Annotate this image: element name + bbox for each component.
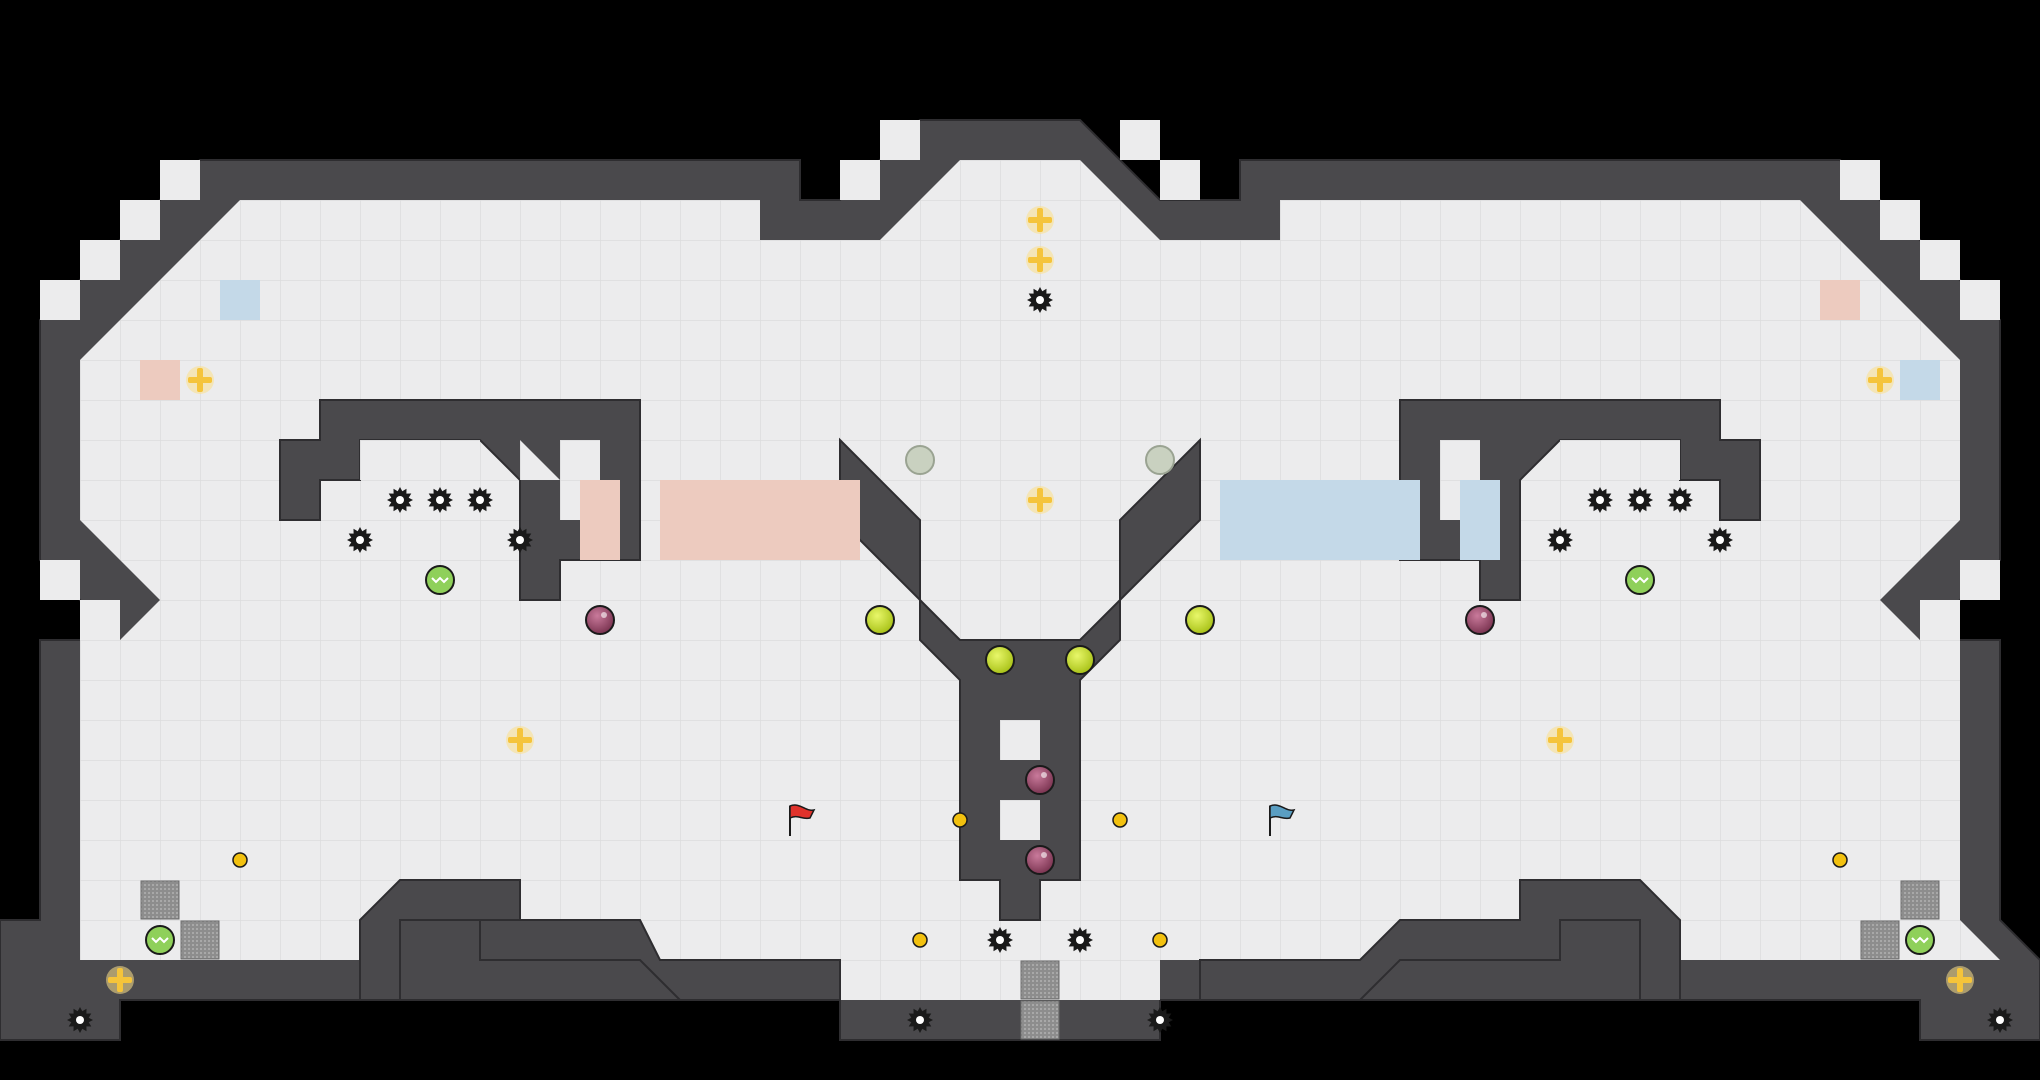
powerup-icon — [1185, 605, 1215, 635]
speed-pad-icon — [145, 925, 175, 955]
blue-team-tile — [1380, 520, 1420, 560]
red-team-tile — [140, 360, 180, 400]
boost-icon — [1026, 206, 1054, 234]
spike-icon — [67, 1007, 93, 1033]
gate-tile — [1020, 1000, 1060, 1040]
blue-team-tile — [1260, 480, 1300, 520]
boost-icon — [1866, 366, 1894, 394]
floor — [80, 160, 2000, 1000]
red-team-tile — [740, 480, 780, 520]
spike-icon — [347, 527, 373, 553]
neutral-circle-icon — [905, 445, 935, 475]
red-team-tile — [820, 520, 860, 560]
gate-tile — [1860, 920, 1900, 960]
spike-icon — [1707, 527, 1733, 553]
blue-team-tile — [1460, 520, 1500, 560]
blue-team-tile — [1220, 480, 1260, 520]
neutral-circle-icon — [1145, 445, 1175, 475]
boost-icon — [186, 366, 214, 394]
blue-team-tile — [1260, 520, 1300, 560]
blue-team-tile — [1340, 520, 1380, 560]
red-team-tile — [580, 480, 620, 520]
spike-icon — [467, 487, 493, 513]
spike-icon — [1027, 287, 1053, 313]
spike-icon — [1987, 1007, 2013, 1033]
bomb-icon — [1025, 765, 1055, 795]
team-tiles — [140, 280, 1940, 560]
red-team-tile — [700, 480, 740, 520]
boost-icon — [1546, 726, 1574, 754]
spike-icon — [907, 1007, 933, 1033]
small-boost-icon — [912, 932, 928, 948]
blue-team-tile — [1300, 480, 1340, 520]
entities — [67, 206, 2013, 1033]
spike-icon — [507, 527, 533, 553]
blue-team-tile — [1300, 520, 1340, 560]
gates — [140, 880, 1940, 1040]
gate-tile — [1020, 960, 1060, 1000]
red-flag-icon — [789, 804, 816, 836]
spike-icon — [1547, 527, 1573, 553]
boost-icon — [506, 726, 534, 754]
red-team-tile — [580, 520, 620, 560]
blue-team-tile — [1460, 480, 1500, 520]
boost-icon — [1946, 966, 1974, 994]
red-team-tile — [780, 480, 820, 520]
spike-icon — [427, 487, 453, 513]
spike-icon — [1587, 487, 1613, 513]
gate-tile — [180, 920, 220, 960]
blue-team-tile — [1380, 480, 1420, 520]
bomb-icon — [1465, 605, 1495, 635]
blue-team-tile — [1900, 360, 1940, 400]
powerup-icon — [985, 645, 1015, 675]
bomb-icon — [1025, 845, 1055, 875]
spike-icon — [987, 927, 1013, 953]
spike-icon — [387, 487, 413, 513]
blue-team-tile — [220, 280, 260, 320]
bomb-icon — [585, 605, 615, 635]
red-team-tile — [820, 480, 860, 520]
small-boost-icon — [1152, 932, 1168, 948]
boost-icon — [106, 966, 134, 994]
spike-icon — [1627, 487, 1653, 513]
spike-icon — [1667, 487, 1693, 513]
powerup-icon — [865, 605, 895, 635]
small-boost-icon — [1832, 852, 1848, 868]
edge-tiles — [40, 120, 2000, 640]
blue-team-tile — [1340, 480, 1380, 520]
gate-tile — [1900, 880, 1940, 920]
red-team-tile — [780, 520, 820, 560]
red-team-tile — [700, 520, 740, 560]
speed-pad-icon — [1625, 565, 1655, 595]
red-team-tile — [660, 480, 700, 520]
gate-tile — [140, 880, 180, 920]
small-boost-icon — [1112, 812, 1128, 828]
spike-icon — [1067, 927, 1093, 953]
speed-pad-icon — [425, 565, 455, 595]
red-team-tile — [740, 520, 780, 560]
boost-icon — [1026, 486, 1054, 514]
powerup-icon — [1065, 645, 1095, 675]
speed-pad-icon — [1905, 925, 1935, 955]
spike-icon — [1147, 1007, 1173, 1033]
small-boost-icon — [232, 852, 248, 868]
small-boost-icon — [952, 812, 968, 828]
blue-flag-icon — [1269, 804, 1296, 836]
red-team-tile — [660, 520, 700, 560]
blue-team-tile — [1220, 520, 1260, 560]
red-team-tile — [1820, 280, 1860, 320]
boost-icon — [1026, 246, 1054, 274]
